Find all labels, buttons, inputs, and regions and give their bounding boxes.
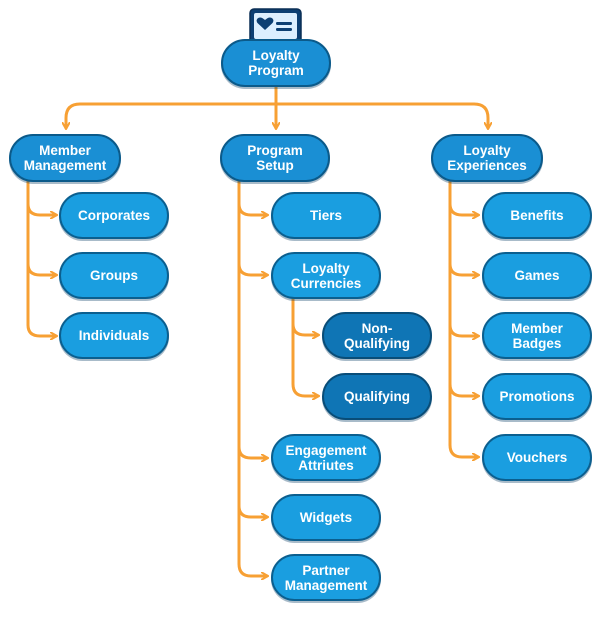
connector-member-badges (448, 323, 478, 336)
groups-node[interactable]: Groups (59, 252, 169, 299)
connector-engagement-attributes (237, 445, 267, 458)
member-badges-label: Member Badges (511, 320, 563, 351)
connector-widgets (237, 504, 267, 517)
loyalty-card-heart-icon (249, 8, 302, 44)
connector-tiers (237, 202, 267, 215)
engagement-attributes-label: Engagement Attriutes (285, 442, 367, 473)
corporates-node[interactable]: Corporates (59, 192, 169, 239)
qualifying-label: Qualifying (343, 389, 410, 404)
widgets-node[interactable]: Widgets (271, 494, 381, 541)
vouchers-node[interactable]: Vouchers (482, 434, 592, 481)
program-setup-label: Program Setup (247, 143, 303, 173)
loyalty-experiences-label: Loyalty Experiences (447, 143, 527, 173)
loyalty-program-label: Loyalty Program (248, 48, 304, 78)
promotions-label: Promotions (499, 389, 575, 404)
connector-loyalty-currencies (237, 262, 267, 275)
individuals-label: Individuals (78, 328, 150, 343)
vouchers-label: Vouchers (506, 450, 568, 465)
benefits-node[interactable]: Benefits (482, 192, 592, 239)
connector-benefits (448, 202, 478, 215)
non-qualifying-label: Non- Qualifying (343, 320, 410, 351)
connector-promotions (448, 382, 478, 396)
loyalty-program-node[interactable]: Loyalty Program (221, 39, 331, 87)
connector-vouchers (448, 178, 478, 457)
individuals-node[interactable]: Individuals (59, 312, 169, 359)
connector-corporates (26, 202, 56, 215)
benefits-label: Benefits (510, 208, 564, 223)
connector-groups (26, 262, 56, 275)
non-qualifying-node[interactable]: Non- Qualifying (322, 312, 432, 359)
qualifying-node[interactable]: Qualifying (322, 373, 432, 420)
groups-label: Groups (89, 268, 138, 283)
member-management-node[interactable]: Member Management (9, 134, 121, 182)
connector-non-qualifying (291, 322, 318, 335)
connector-games (448, 262, 478, 275)
widgets-label: Widgets (299, 510, 353, 525)
member-management-label: Member Management (23, 143, 107, 173)
connector-loyalty-experiences (274, 102, 488, 128)
tiers-node[interactable]: Tiers (271, 192, 381, 239)
connector-member-management (66, 102, 278, 128)
corporates-label: Corporates (77, 208, 150, 223)
partner-management-label: Partner Management (284, 562, 368, 593)
connector-partner-management (237, 178, 267, 576)
connector-individuals (26, 178, 56, 336)
games-node[interactable]: Games (482, 252, 592, 299)
loyalty-experiences-node[interactable]: Loyalty Experiences (431, 134, 543, 182)
connector-qualifying (291, 294, 318, 396)
engagement-attributes-node[interactable]: Engagement Attriutes (271, 434, 381, 481)
member-badges-node[interactable]: Member Badges (482, 312, 592, 359)
promotions-node[interactable]: Promotions (482, 373, 592, 420)
loyalty-currencies-label: Loyalty Currencies (290, 260, 362, 291)
games-label: Games (514, 268, 560, 283)
partner-management-node[interactable]: Partner Management (271, 554, 381, 601)
loyalty-currencies-node[interactable]: Loyalty Currencies (271, 252, 381, 299)
program-setup-node[interactable]: Program Setup (220, 134, 330, 182)
tiers-label: Tiers (309, 208, 343, 223)
